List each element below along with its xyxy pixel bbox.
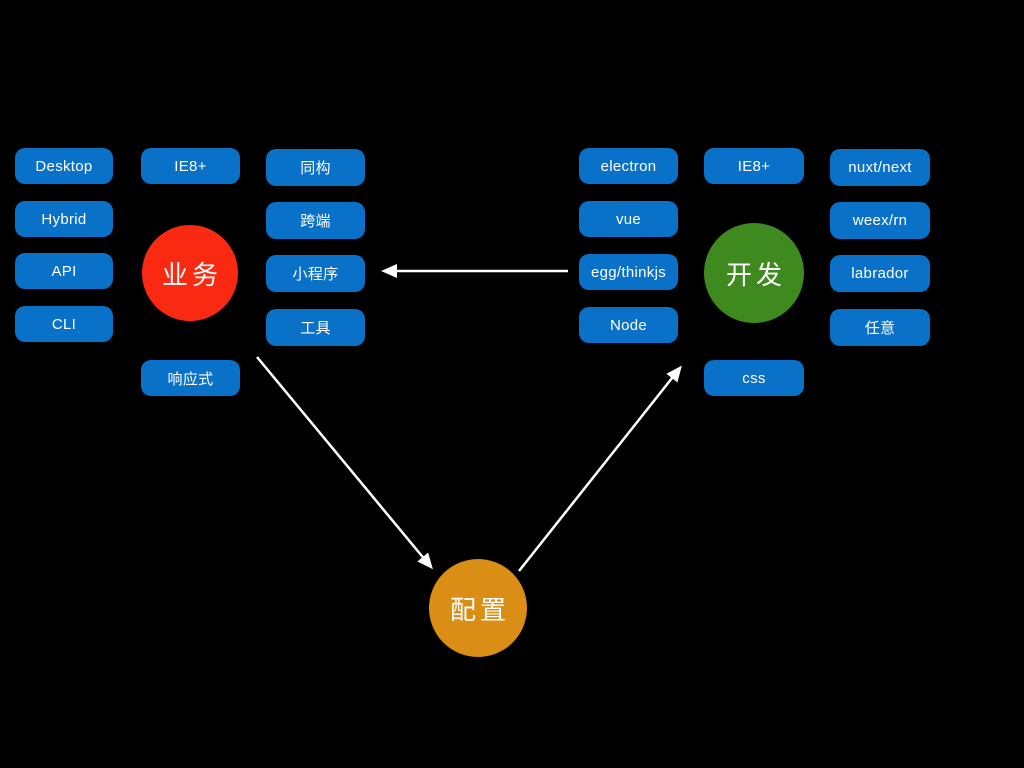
pill-vue: vue — [579, 201, 678, 237]
config-circle: 配置 — [429, 559, 527, 657]
pill-hybrid: Hybrid — [15, 201, 113, 237]
pill-ie8-right: IE8+ — [704, 148, 804, 184]
pill-desktop: Desktop — [15, 148, 113, 184]
pill-nuxt-next: nuxt/next — [830, 149, 930, 186]
pill-responsive: 响应式 — [141, 360, 240, 396]
pill-css: css — [704, 360, 804, 396]
development-circle: 开发 — [704, 223, 804, 323]
pill-ie8-left: IE8+ — [141, 148, 240, 184]
pill-egg-thinkjs: egg/thinkjs — [579, 254, 678, 290]
pill-any: 任意 — [830, 309, 930, 346]
pill-isomorphic: 同构 — [266, 149, 365, 186]
pill-electron: electron — [579, 148, 678, 184]
pill-api: API — [15, 253, 113, 289]
pill-mini-program: 小程序 — [266, 255, 365, 292]
pill-weex-rn: weex/rn — [830, 202, 930, 239]
arrow-business-to-config — [256, 356, 433, 570]
pill-node: Node — [579, 307, 678, 343]
pill-cross-end: 跨端 — [266, 202, 365, 239]
pill-tools: 工具 — [266, 309, 365, 346]
arrow-config-to-development — [518, 365, 682, 572]
pill-cli: CLI — [15, 306, 113, 342]
business-circle: 业务 — [142, 225, 238, 321]
pill-labrador: labrador — [830, 255, 930, 292]
